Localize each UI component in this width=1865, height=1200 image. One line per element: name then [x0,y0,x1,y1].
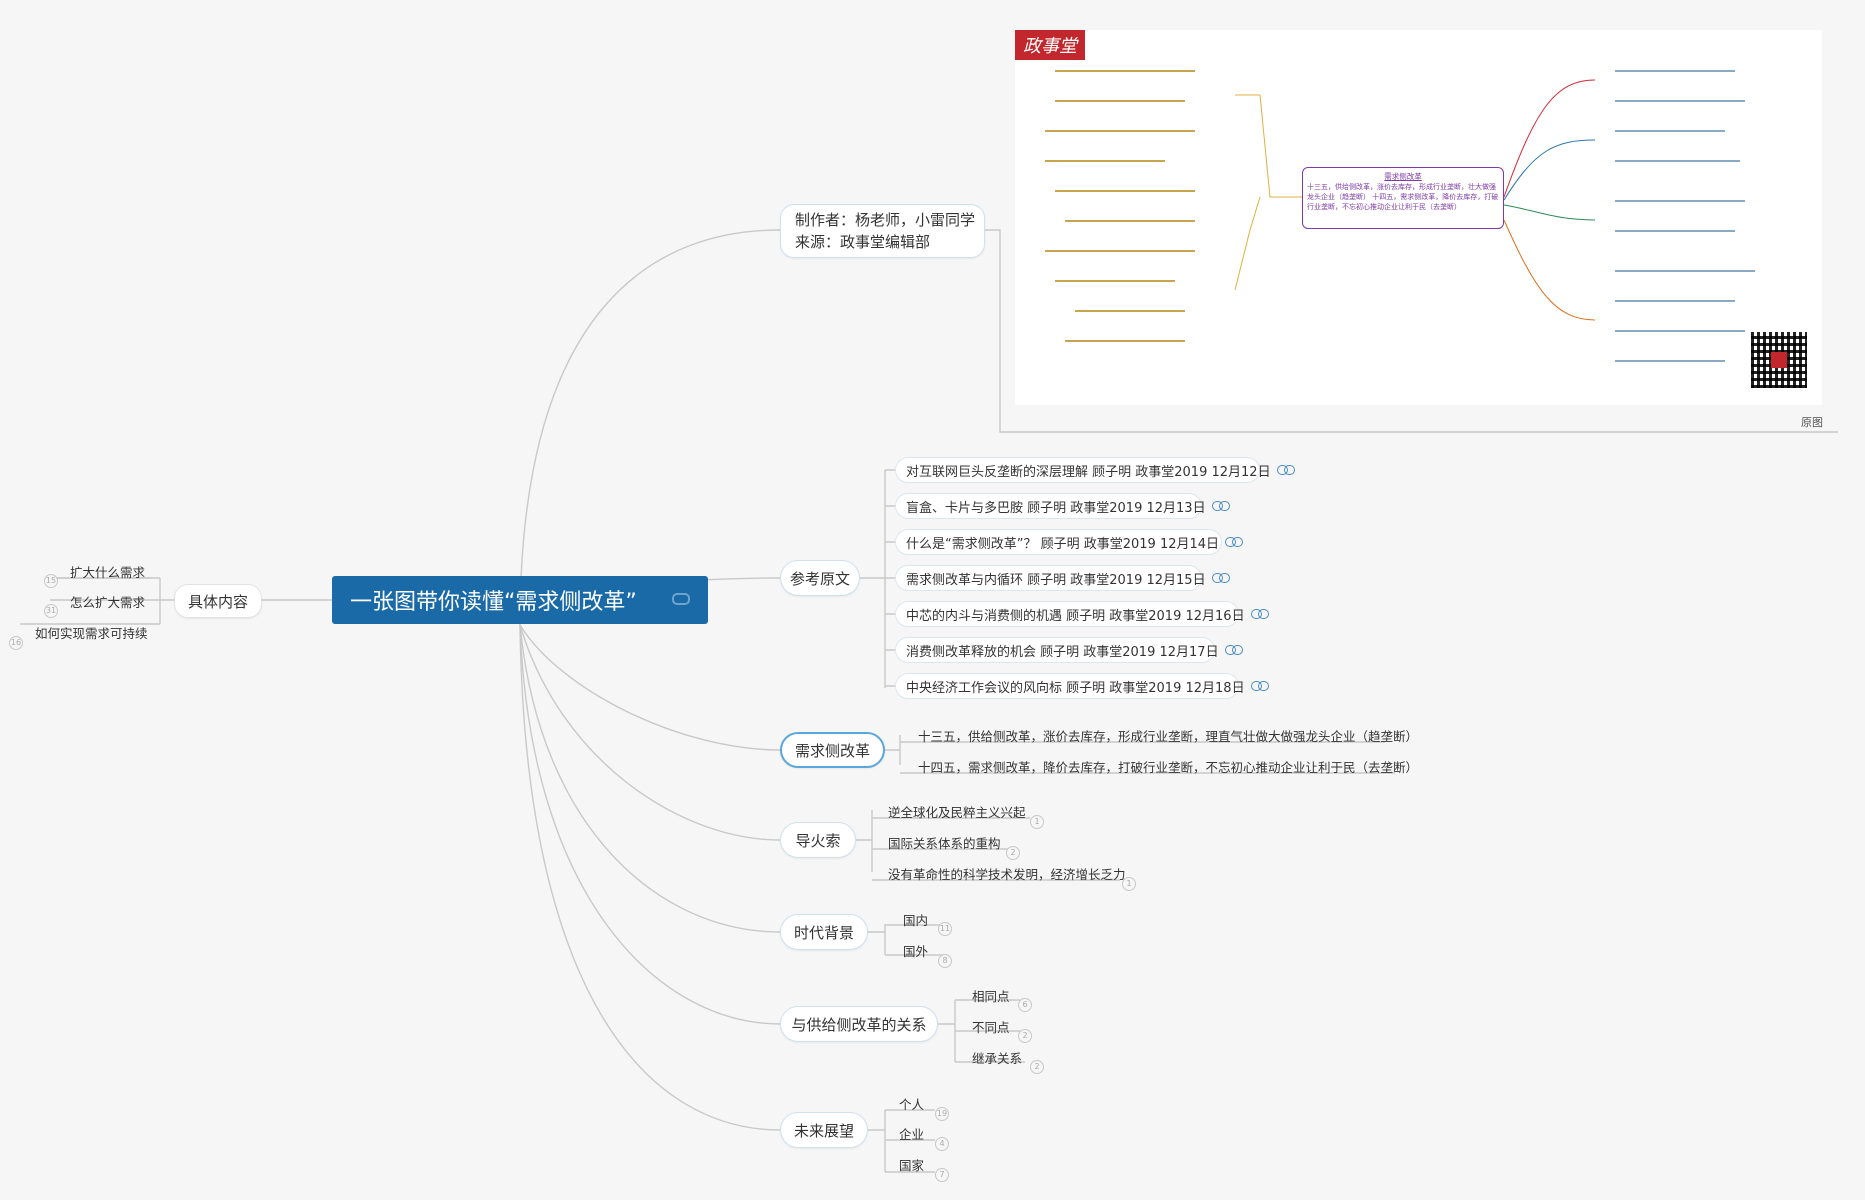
count-badge[interactable]: 19 [935,1107,949,1121]
count-badge[interactable]: 6 [1018,998,1032,1012]
count-badge[interactable]: 15 [44,574,58,588]
subtopic-sustainable[interactable]: 如何实现需求可持续 [35,626,148,641]
mini-root-node: 需求侧改革 十三五，供给侧改革，涨价去库存，形成行业垄断，壮大做强龙头企业（趋垄… [1302,167,1504,229]
topic-specific-content[interactable]: 具体内容 [174,584,262,618]
count-badge[interactable]: 4 [935,1137,949,1151]
qr-code [1751,332,1807,388]
topic-demand-side-reform[interactable]: 需求侧改革 [780,732,885,768]
count-badge[interactable]: 11 [938,922,952,936]
count-badge[interactable]: 16 [9,636,23,650]
trigger-item[interactable]: 逆全球化及民粹主义兴起 [888,805,1026,820]
image-caption: 原图 [1801,416,1823,429]
future-item[interactable]: 国家 [899,1158,925,1173]
count-badge[interactable]: 1 [1122,877,1136,891]
central-topic-label: 一张图带你读懂“需求侧改革” [350,590,637,615]
ref-link-item[interactable]: 中芯的内斗与消费侧的机遇 顾子明 政事堂2019 12月16日 [895,601,1269,627]
count-badge[interactable]: 2 [1030,1060,1044,1074]
topic-references[interactable]: 参考原文 [780,560,860,596]
seal-logo: 政事堂 [1015,30,1085,60]
era-item[interactable]: 国内 [903,913,929,928]
topic-future-outlook[interactable]: 未来展望 [780,1112,868,1148]
count-badge[interactable]: 8 [938,954,952,968]
collapse-icon[interactable] [672,593,690,605]
ref-link-item[interactable]: 什么是“需求侧改革”？ 顾子明 政事堂2019 12月14日 [895,529,1244,555]
source-line: 来源：政事堂编辑部 [795,233,931,251]
topic-relation-supply-side[interactable]: 与供给侧改革的关系 [780,1006,938,1042]
author-line: 制作者：杨老师，小雷同学 [795,211,976,229]
demand-item[interactable]: 十四五，需求侧改革，降价去库存，打破行业垄断，不忘初心推动企业让利于民（去垄断） [918,760,1419,775]
count-badge[interactable]: 7 [935,1168,949,1182]
topic-label: 具体内容 [187,592,248,611]
relation-item[interactable]: 继承关系 [972,1051,1023,1066]
topic-author-source[interactable]: 制作者：杨老师，小雷同学 来源：政事堂编辑部 [780,204,985,258]
ref-link-item[interactable]: 需求侧改革与内循环 顾子明 政事堂2019 12月15日 [895,565,1230,591]
topic-era-background[interactable]: 时代背景 [780,914,868,950]
trigger-item[interactable]: 国际关系体系的重构 [888,836,1001,851]
ref-link-item[interactable]: 中央经济工作会议的风向标 顾子明 政事堂2019 12月18日 [895,673,1269,699]
count-badge[interactable]: 31 [44,604,58,618]
trigger-item[interactable]: 没有革命性的科学技术发明，经济增长乏力 [888,867,1126,882]
ref-link-item[interactable]: 对互联网巨头反垄断的深层理解 顾子明 政事堂2019 12月12日 [895,457,1295,483]
count-badge[interactable]: 2 [1006,846,1020,860]
relation-item[interactable]: 相同点 [972,989,1010,1004]
era-item[interactable]: 国外 [903,944,929,959]
subtopic-expand-how[interactable]: 怎么扩大需求 [70,595,146,610]
demand-item[interactable]: 十三五，供给侧改革，涨价去库存，形成行业垄断，理直气壮做大做强龙头企业（趋垄断） [918,729,1419,744]
count-badge[interactable]: 2 [1018,1029,1032,1043]
original-image[interactable]: 政事堂 [1015,30,1822,405]
mini-mindmap [1045,70,1755,362]
central-topic[interactable]: 一张图带你读懂“需求侧改革” [332,576,708,624]
future-item[interactable]: 个人 [899,1097,925,1112]
ref-link-item[interactable]: 消费侧改革释放的机会 顾子明 政事堂2019 12月17日 [895,637,1243,663]
future-item[interactable]: 企业 [899,1127,925,1142]
subtopic-expand-what[interactable]: 扩大什么需求 [70,565,146,580]
topic-trigger[interactable]: 导火索 [780,822,856,858]
relation-item[interactable]: 不同点 [972,1020,1010,1035]
count-badge[interactable]: 1 [1030,815,1044,829]
ref-link-item[interactable]: 盲盒、卡片与多巴胺 顾子明 政事堂2019 12月13日 [895,493,1230,519]
